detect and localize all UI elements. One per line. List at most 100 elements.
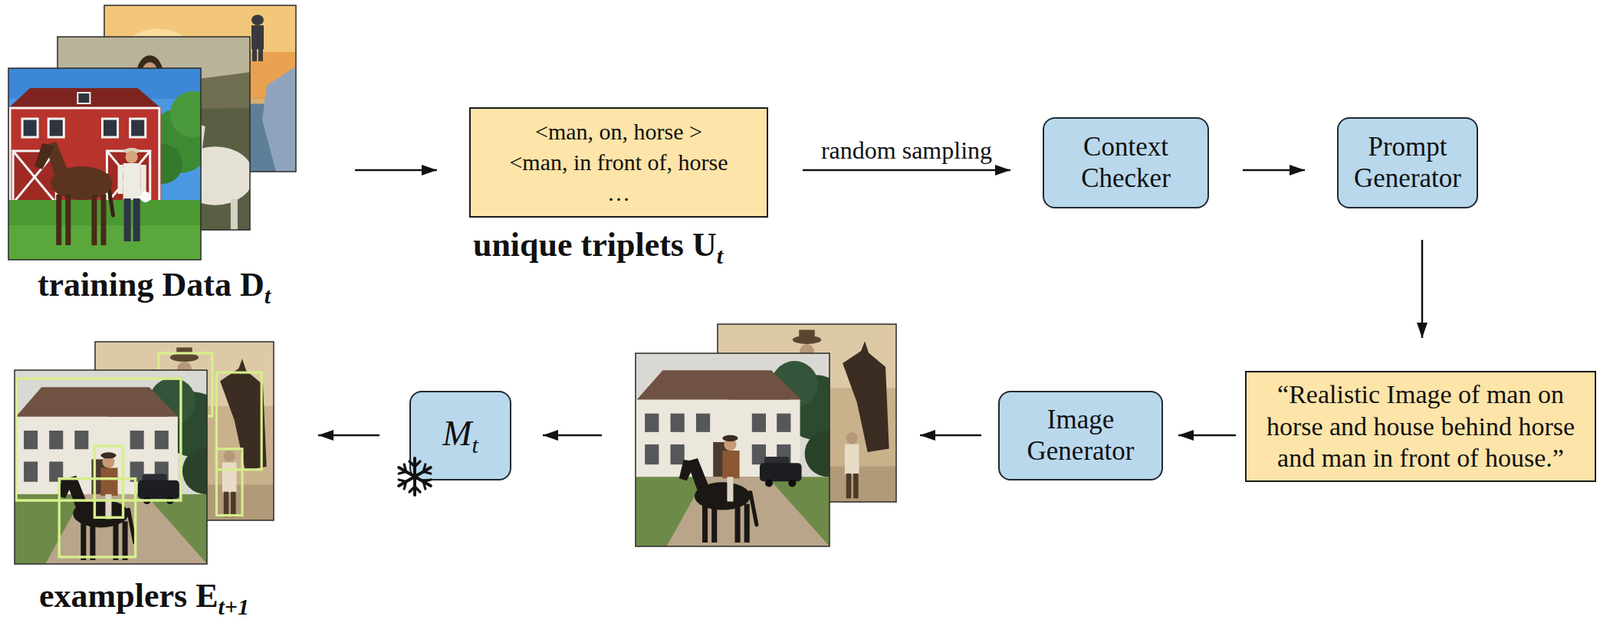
photo-detail xyxy=(8,106,161,205)
photo-detail xyxy=(842,348,890,453)
photo-detail xyxy=(118,164,124,194)
caption-text: training Data D xyxy=(37,266,265,304)
photo-detail xyxy=(726,476,733,502)
photo-detail xyxy=(230,199,238,230)
photo-detail xyxy=(635,476,830,547)
process-box: Image Generator xyxy=(998,390,1164,481)
node-body: “Realistic Image of man on horse and hou… xyxy=(1246,372,1595,481)
caption-text: examplers E xyxy=(39,577,218,615)
photo-detail xyxy=(262,66,296,172)
photo-detail xyxy=(74,430,89,450)
photo-detail xyxy=(401,464,410,473)
node-text: “Realistic Image of man on horse and hou… xyxy=(1257,378,1584,474)
photo-detail xyxy=(696,413,710,433)
photo-detail xyxy=(125,151,138,164)
photo-frame xyxy=(8,68,201,260)
flow-arrow xyxy=(802,169,1011,172)
photo-detail xyxy=(702,504,708,543)
detection-box xyxy=(16,378,181,501)
photo-detail xyxy=(89,521,96,561)
photo-detail xyxy=(409,486,415,493)
photo-detail xyxy=(722,435,738,442)
photo-frame xyxy=(14,370,207,565)
caption: examplers Et+1 xyxy=(39,578,250,620)
photo-detail xyxy=(9,108,160,204)
model-box: Mt xyxy=(409,390,512,481)
photo-detail xyxy=(55,194,62,246)
photo-detail xyxy=(133,198,141,242)
node-text: <man, on, horse > xyxy=(535,116,703,148)
photo-detail xyxy=(141,164,147,194)
photo-detail xyxy=(130,118,146,138)
photo-detail xyxy=(128,509,135,543)
node-body: <man, on, horse ><man, in front of, hors… xyxy=(470,108,767,217)
photo-detail xyxy=(230,492,237,518)
photo-detail xyxy=(251,25,264,50)
photo-detail xyxy=(411,473,418,480)
detection-box xyxy=(216,449,243,516)
photo-detail xyxy=(776,413,791,433)
photo-detail xyxy=(752,444,766,465)
photo-detail xyxy=(679,459,697,481)
photo-detail xyxy=(130,430,145,450)
photo-detail xyxy=(252,48,257,62)
frozen-icon xyxy=(393,455,437,499)
photo-detail xyxy=(844,444,860,475)
subscript: t xyxy=(471,432,478,458)
detection-box xyxy=(59,479,135,558)
photo-detail xyxy=(752,413,766,433)
photo-detail xyxy=(170,91,201,138)
photo-content xyxy=(635,353,830,547)
photo xyxy=(14,370,207,565)
flow-arrow xyxy=(542,434,602,437)
photo-detail xyxy=(635,353,830,547)
photo-detail xyxy=(65,194,71,246)
photo-detail xyxy=(853,473,859,499)
photo-detail xyxy=(222,463,237,493)
flow-arrow xyxy=(354,169,437,172)
photo-detail xyxy=(251,14,264,26)
photo-content xyxy=(14,370,207,565)
snowflake xyxy=(396,458,434,496)
photo-detail xyxy=(711,504,717,543)
photo-detail xyxy=(670,444,685,465)
data-stack: training Data Dt xyxy=(8,5,300,309)
photo-detail xyxy=(735,504,741,543)
photo-detail xyxy=(23,430,38,450)
symbol-row: Mt xyxy=(442,414,479,458)
photo-detail xyxy=(100,452,116,459)
photo-frame xyxy=(635,353,830,547)
model-symbol: M xyxy=(442,413,472,454)
subscript: t xyxy=(264,282,271,309)
photo-detail xyxy=(798,329,815,341)
photo-detail xyxy=(398,476,407,485)
photo-detail xyxy=(100,468,118,497)
flow-arrow xyxy=(1421,239,1424,339)
node-text: Context Checker xyxy=(1064,131,1188,194)
photo-detail xyxy=(80,521,86,561)
photo-detail xyxy=(644,413,659,433)
photo-detail xyxy=(14,387,181,418)
photo-detail xyxy=(846,473,852,499)
snowflake-spoke xyxy=(396,463,418,482)
photo-detail xyxy=(237,358,247,372)
node-body: Image Generator xyxy=(999,392,1162,480)
photo-detail xyxy=(666,476,830,547)
photo-detail xyxy=(765,479,773,487)
photo-detail xyxy=(91,194,97,246)
subscript: t+1 xyxy=(217,594,249,620)
flow-arrow xyxy=(919,434,982,437)
caption-text: unique triplets U xyxy=(473,226,717,264)
photo-detail xyxy=(860,341,869,355)
photo-detail xyxy=(113,521,119,561)
snowflake-spoke xyxy=(396,472,418,491)
photo-detail xyxy=(45,494,207,565)
photo-detail xyxy=(420,464,429,473)
photo-detail xyxy=(123,163,142,201)
caption: training Data Dt xyxy=(37,266,271,309)
detection-box xyxy=(94,446,123,518)
photo xyxy=(8,68,201,260)
